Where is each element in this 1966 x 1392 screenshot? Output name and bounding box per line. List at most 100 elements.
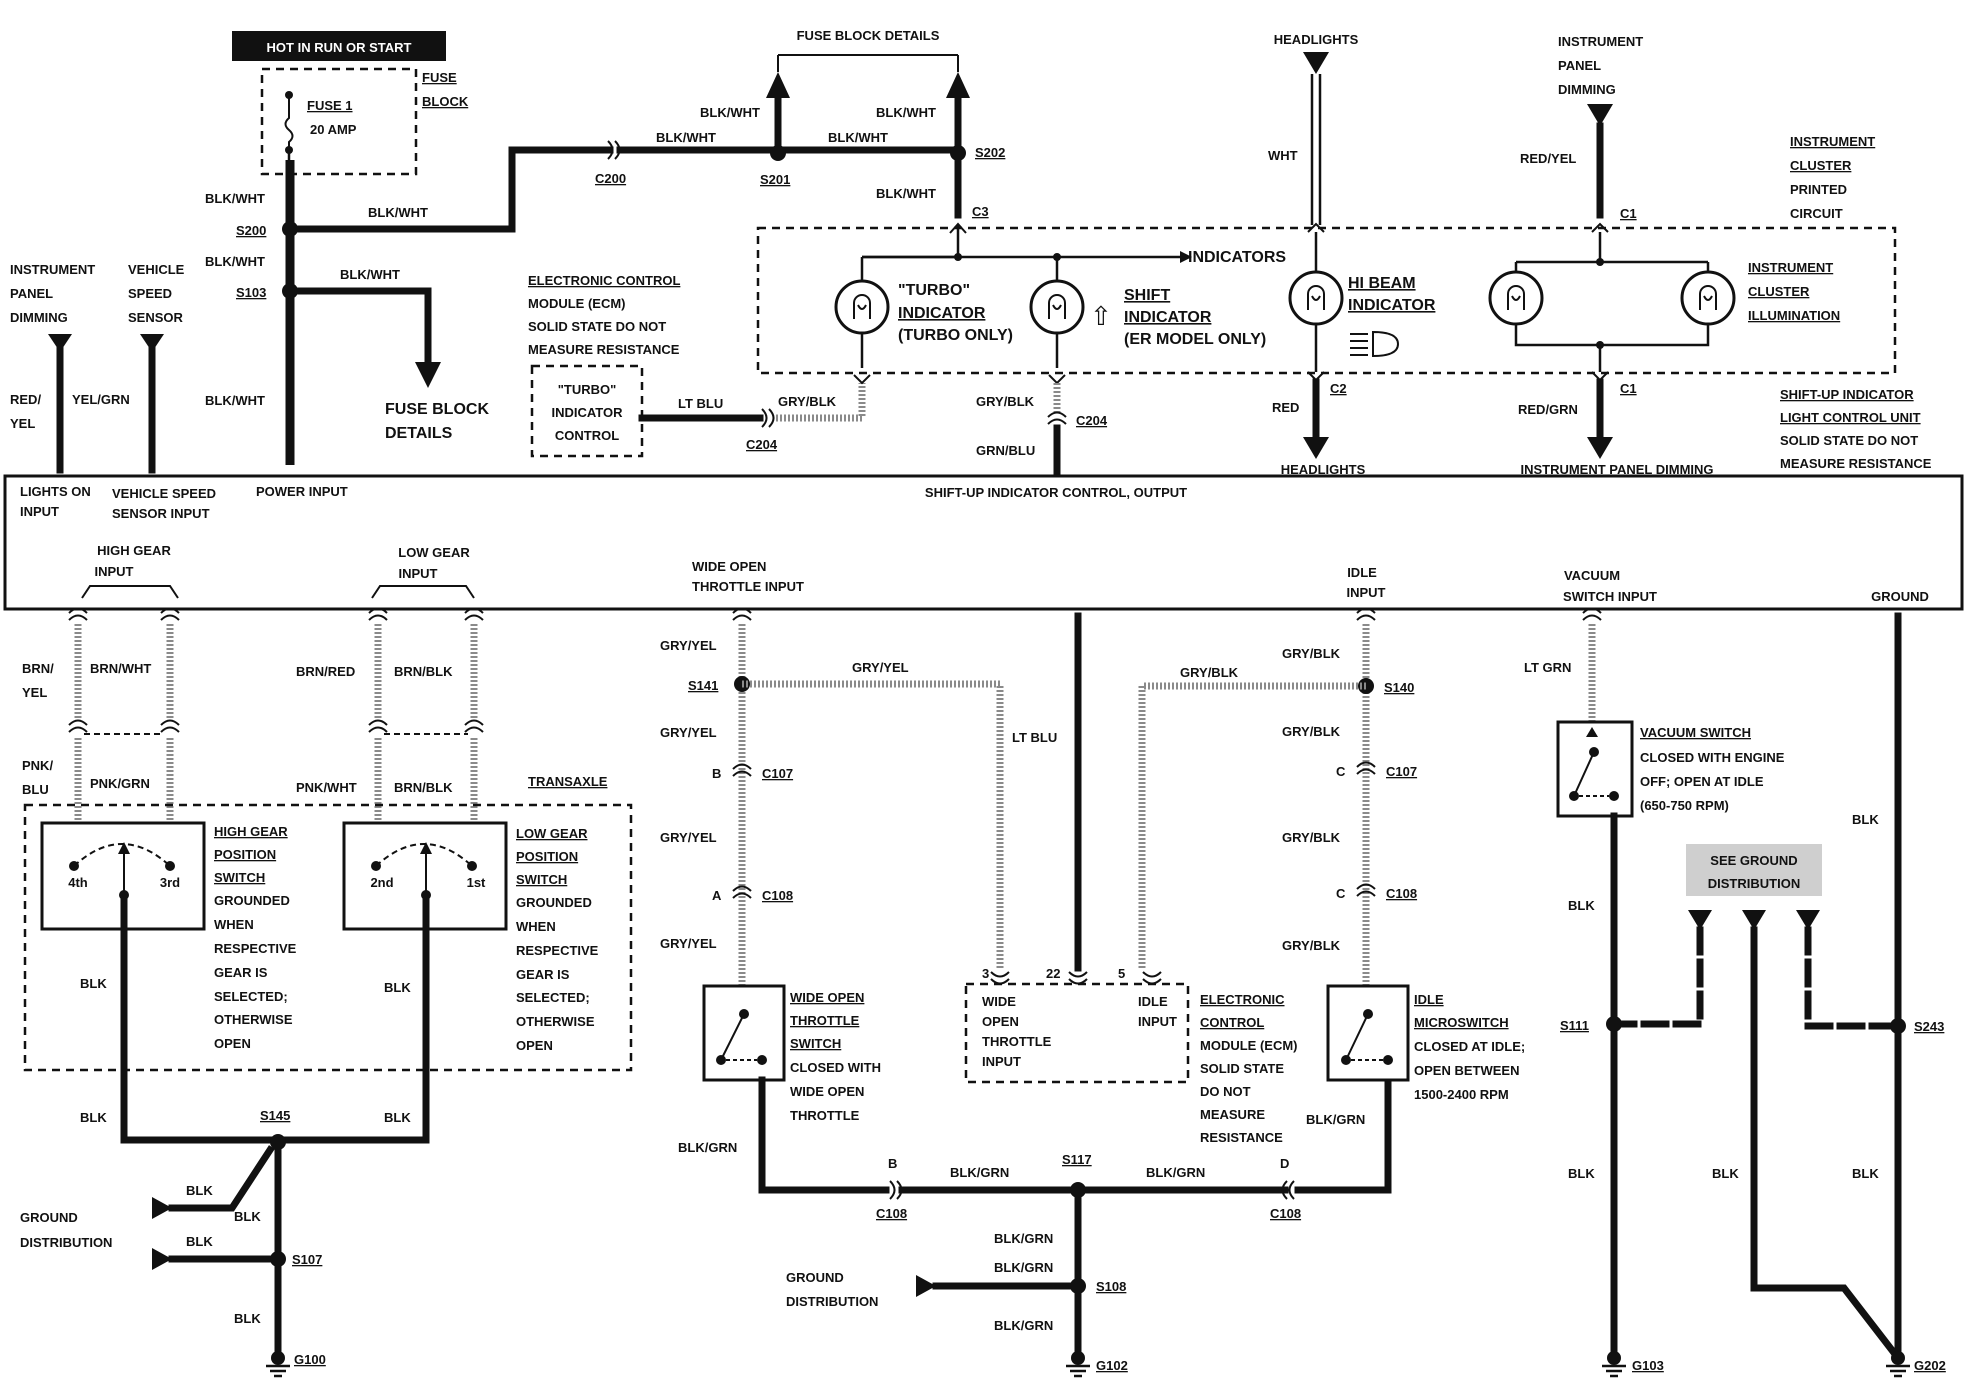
shift-indicator-3: (ER MODEL ONLY) (1124, 331, 1266, 348)
pin-power: POWER INPUT (256, 484, 348, 499)
svg-text:OPEN: OPEN (214, 1036, 251, 1051)
ecm-pin5-conn (1142, 971, 1162, 985)
wire-ltblu-ecm: LT BLU (1012, 730, 1057, 745)
wire-blk-gnd2: BLK (1852, 1166, 1879, 1181)
svg-text:POSITION: POSITION (214, 847, 276, 862)
wot-dot-right (757, 1055, 767, 1065)
indicators-arrow (1180, 251, 1192, 263)
svg-text:SWITCH: SWITCH (214, 870, 265, 885)
ecm-pin22: 22 (1046, 966, 1060, 981)
left-vss-1: VEHICLE (128, 262, 185, 277)
wire-pnkblk: BRN/BLK (394, 780, 453, 795)
gd-left-1: GROUND (20, 1210, 78, 1225)
vac-arrow-icon (1586, 727, 1598, 737)
wire-gryyel-3: GRY/YEL (660, 725, 717, 740)
svg-text:GROUNDED: GROUNDED (214, 893, 290, 908)
ecm-wot-text: WIDE OPEN THROTTLE INPUT (982, 994, 1052, 1069)
svg-text:OTHERWISE: OTHERWISE (214, 1012, 293, 1027)
left-ipd-arrow (48, 334, 72, 352)
wot-ground-wire (758, 1076, 890, 1194)
shift-c-symbol (1048, 374, 1066, 385)
s200-to-c200-wire (286, 146, 614, 233)
shift-up-unit-4: MEASURE RESISTANCE (1780, 456, 1932, 471)
low-gear-arrow-icon (420, 842, 432, 854)
wire-redgrn: RED/GRN (1518, 402, 1578, 417)
s201-arrow (766, 72, 790, 98)
wire-redyel-top: RED/YEL (1520, 151, 1576, 166)
high-gear-switch-text: HIGH GEAR POSITION SWITCH GROUNDED WHEN … (214, 824, 297, 1051)
up-arrow-icon: ⇧ (1090, 301, 1112, 331)
gd-mid-1: GROUND (786, 1270, 844, 1285)
connector-c2: C2 (1330, 381, 1347, 396)
ipd-top-2: PANEL (1558, 58, 1601, 73)
wire-brnblk: BRN/BLK (394, 664, 453, 679)
fuse-details-left-2: DETAILS (385, 425, 453, 442)
svg-text:OTHERWISE: OTHERWISE (516, 1014, 595, 1029)
illum-bus-bottom (1514, 325, 1710, 347)
ecm-top-1: ELECTRONIC CONTROL (528, 273, 680, 288)
sg-arrow-2 (1742, 910, 1766, 930)
high-gear-conn-3rd (160, 719, 180, 733)
wire-blkgrn-3: BLK/GRN (1146, 1165, 1205, 1180)
hg-ground-wire (120, 891, 282, 1144)
ecm-top-3: SOLID STATE DO NOT (528, 319, 666, 334)
connector-c108-d-label: C108 (1270, 1206, 1301, 1221)
wire-pnkgrn: PNK/GRN (90, 776, 150, 791)
vac-dot-top (1589, 747, 1599, 757)
low-gear-switch-text: LOW GEAR POSITION SWITCH GROUNDED WHEN R… (516, 826, 599, 1053)
connector-c107-right-label: C107 (1386, 764, 1417, 779)
pin-high-gear-2: INPUT (95, 564, 134, 579)
wire-ltgrn: LT GRN (1524, 660, 1571, 675)
turbo-c-symbol (853, 374, 871, 385)
wire-blk-vac2: BLK (1568, 1166, 1595, 1181)
cluster-circuit-1: INSTRUMENT (1790, 134, 1875, 149)
fuse-block-label-2: BLOCK (422, 94, 469, 109)
connector-c108-right (1356, 883, 1376, 897)
shift-up-control-unit (3, 474, 1964, 611)
splice-s111: S111 (1560, 1018, 1589, 1033)
wire-blk-hg: BLK (80, 976, 107, 991)
cluster-circuit-2: CLUSTER (1790, 158, 1852, 173)
svg-text:OPEN: OPEN (516, 1038, 553, 1053)
connector-c204-left-label: C204 (746, 437, 778, 452)
pin-d-c108-bottom: D (1280, 1156, 1289, 1171)
fuse-block-label: FUSE (422, 70, 457, 85)
connector-c204-right (1047, 411, 1067, 425)
svg-text:THROTTLE: THROTTLE (982, 1034, 1052, 1049)
turbo-indicator-2: INDICATOR (898, 305, 986, 322)
idle-dot-top (1363, 1009, 1373, 1019)
fuse-details-top: FUSE BLOCK DETAILS (797, 28, 940, 43)
vacuum-switch-desc-1: CLOSED WITH ENGINE (1640, 750, 1785, 765)
wire-brnyel-1: BRN/ (22, 661, 54, 676)
connector-c3: C3 (972, 204, 989, 219)
fuse-1-rating: 20 AMP (310, 122, 357, 137)
splice-s202: S202 (975, 145, 1005, 160)
ipd-top-3: DIMMING (1558, 82, 1616, 97)
wot-switch-arm (720, 1013, 745, 1061)
splice-s108-dot (1070, 1278, 1086, 1294)
svg-text:MODULE (ECM): MODULE (ECM) (1200, 1038, 1298, 1053)
wire-ltblu-top: LT BLU (678, 396, 723, 411)
connector-c1-bottom: C1 (1620, 381, 1637, 396)
low-gear-contact-arc (375, 843, 473, 867)
splice-s243-dot (1890, 1018, 1906, 1034)
wot-dot-top (739, 1009, 749, 1019)
pin-high-gear-1: HIGH GEAR (97, 543, 171, 558)
low-gear-conn-1st (464, 719, 484, 733)
lg-pos-1st: 1st (467, 875, 486, 890)
vacuum-switch-desc-3: (650-750 RPM) (1640, 798, 1729, 813)
sg-wire-2 (1750, 926, 1903, 1363)
cluster-illum-2: CLUSTER (1748, 284, 1810, 299)
gd-mid-2: DISTRIBUTION (786, 1294, 878, 1309)
indicators-label: INDICATORS (1188, 249, 1286, 266)
idle-switch-text: IDLE MICROSWITCH CLOSED AT IDLE; OPEN BE… (1414, 992, 1525, 1102)
headlights-bottom-arrow (1303, 437, 1329, 459)
gd-arrow-mid (916, 1275, 936, 1297)
svg-text:GEAR IS: GEAR IS (214, 965, 268, 980)
splice-s145: S145 (260, 1108, 290, 1123)
ecm-top-4: MEASURE RESISTANCE (528, 342, 680, 357)
shift-indicator-1: SHIFT (1124, 287, 1170, 304)
pin-shift-output: SHIFT-UP INDICATOR CONTROL, OUTPUT (925, 485, 1187, 500)
splice-s201: S201 (760, 172, 790, 187)
